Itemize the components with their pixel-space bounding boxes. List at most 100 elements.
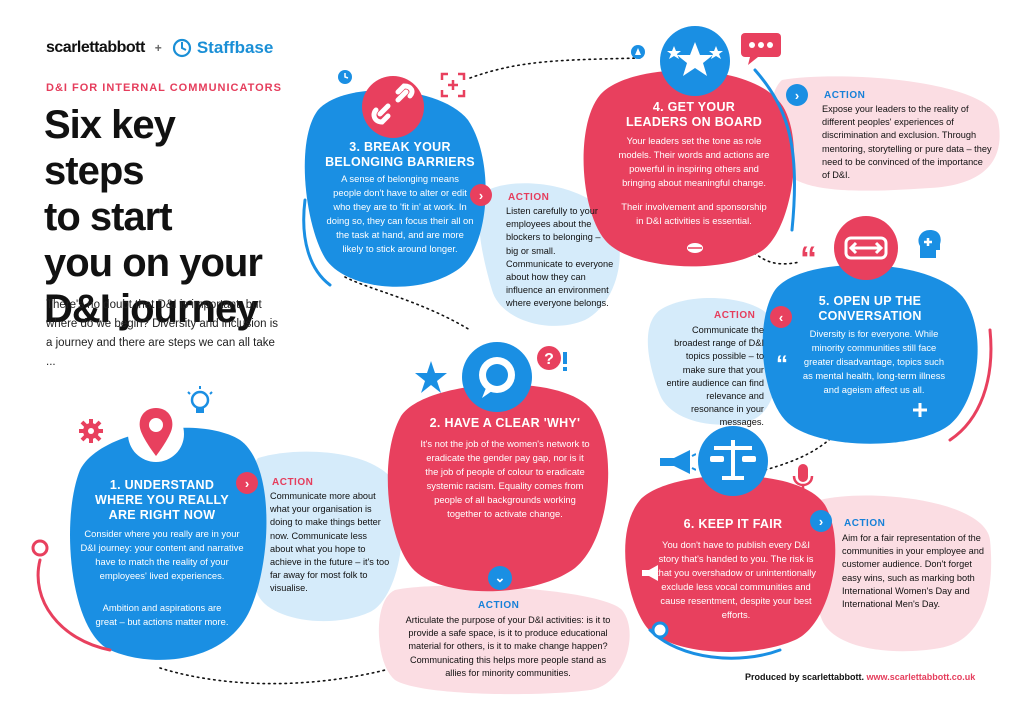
plus-icon xyxy=(913,403,927,417)
step-1-title-line-2: WHERE YOU REALLY xyxy=(95,493,229,507)
step-4-body: Your leaders set the tone as role models… xyxy=(618,135,770,188)
scarlettabbott-logo: scarlettabbott xyxy=(46,39,145,56)
outline-dot-6 xyxy=(651,621,669,639)
head-plus-icon xyxy=(918,230,941,258)
intro-paragraph: There's no doubt that D&I is important, … xyxy=(46,299,279,368)
step-1-body-2: Ambition and aspirations are great – but… xyxy=(95,602,229,627)
step-5-title-line-2: CONVERSATION xyxy=(818,309,922,323)
broken-chain-icon xyxy=(362,76,424,138)
map-pin-icon xyxy=(128,406,184,462)
chat-bubble-icon xyxy=(741,33,781,65)
step-1-title-line-3: ARE RIGHT NOW xyxy=(108,508,216,522)
step-blob-1 xyxy=(70,427,267,660)
outline-dot-1 xyxy=(31,539,49,557)
outline-line-5 xyxy=(948,328,993,442)
step-3-title-line-1: 3. BREAK YOUR xyxy=(349,140,451,154)
step-1-action-arrow-button[interactable]: › xyxy=(236,472,258,494)
step-2-action-arrow-button[interactable]: ⌄ xyxy=(488,566,512,590)
dotted-path-2-3 xyxy=(344,276,471,331)
step-1-action-heading: ACTION xyxy=(272,477,314,488)
step-3-title-line-2: BELONGING BARRIERS xyxy=(325,155,475,169)
step-blob-6 xyxy=(625,475,836,652)
step-6-action-text: Aim for a fair representation of the com… xyxy=(842,533,984,610)
step-blob-2 xyxy=(387,384,609,592)
megaphone-icon xyxy=(660,450,696,474)
logo-plus: + xyxy=(154,41,162,55)
step-4-action-arrow-button[interactable]: › xyxy=(786,84,808,106)
lightbulb-icon xyxy=(187,386,213,413)
title-line-2: to start xyxy=(44,195,173,239)
action-blob-1 xyxy=(246,451,403,622)
step-3-action-arrow-button[interactable]: › xyxy=(470,184,492,206)
svg-text:“: “ xyxy=(776,352,788,372)
step-4-action-text: Expose your leaders to the reality of di… xyxy=(822,104,992,181)
dotted-path-1-2 xyxy=(159,659,421,685)
step-blob-3 xyxy=(304,90,486,287)
step-2-body: It's not the job of the women's network … xyxy=(420,438,590,519)
step-3-body: A sense of belonging means people don't … xyxy=(326,173,474,254)
step-5-action-arrow-button[interactable]: ‹ xyxy=(770,306,792,328)
svg-text:?: ? xyxy=(544,351,554,368)
step-4-title: 4. GET YOUR LEADERS ON BOARD xyxy=(614,100,774,130)
step-6-title: 6. KEEP IT FAIR xyxy=(683,517,783,531)
step-5-title-line-1: 5. OPEN UP THE xyxy=(818,294,922,308)
step-1-title: 1. UNDERSTAND WHERE YOU REALLY ARE RIGHT… xyxy=(82,478,242,523)
step-2-title: 2. HAVE A CLEAR 'WHY' xyxy=(429,416,581,430)
scales-icon xyxy=(698,426,768,496)
step-blob-4 xyxy=(583,70,795,267)
svg-text:“: “ xyxy=(800,244,817,274)
step-2-action-text: Articulate the purpose of your D&I activ… xyxy=(405,615,611,678)
outline-line-1 xyxy=(36,558,112,652)
step-6-action-heading: ACTION xyxy=(844,518,886,529)
action-blob-5 xyxy=(647,297,779,425)
action-blob-4 xyxy=(771,76,1000,191)
step-4-body-2: Their involvement and sponsorship in D&I… xyxy=(621,201,767,226)
step-1-action-text: Communicate more about what your organis… xyxy=(270,491,390,594)
compass-icon xyxy=(631,45,645,59)
microphone-icon xyxy=(792,464,814,494)
staffbase-logo: Staffbase xyxy=(172,38,274,58)
step-5-body: Diversity is for everyone. While minorit… xyxy=(802,328,946,395)
star-icon xyxy=(415,361,447,393)
footer-link[interactable]: www.scarlettabbott.co.uk xyxy=(866,672,976,682)
outline-line-6 xyxy=(648,628,782,660)
dotted-path-3-4 xyxy=(469,57,641,79)
step-4-title-line-2: LEADERS ON BOARD xyxy=(625,115,763,129)
step-1-body: Consider where you really are in your D&… xyxy=(80,528,244,581)
step-4-title-line-1: 4. GET YOUR xyxy=(652,100,736,114)
step-2-action-heading: ACTION xyxy=(478,600,520,611)
step-5-action-text: Communicate the broadest range of D&I to… xyxy=(666,325,764,428)
staffbase-mark-icon xyxy=(172,38,191,58)
outline-line-4 xyxy=(753,68,797,232)
staffbase-logo-text: Staffbase xyxy=(196,38,274,57)
kicker: D&I FOR INTERNAL COMMUNICATORS xyxy=(46,82,282,94)
megaphone-small-icon xyxy=(642,565,658,581)
step-6-body: You don't have to publish every D&I stor… xyxy=(656,539,816,620)
step-5-action-heading: ACTION xyxy=(714,310,756,321)
quote-small-icon: “ xyxy=(776,352,788,372)
step-3-title: 3. BREAK YOUR BELONGING BARRIERS xyxy=(325,140,475,170)
outline-line-3 xyxy=(302,198,332,287)
question-mark-icon: ? xyxy=(537,346,567,371)
page-title: Six key steps to start you on your D&I j… xyxy=(44,102,284,332)
quote-icon: “ xyxy=(800,244,817,274)
step-6-action-arrow-button[interactable]: › xyxy=(810,510,832,532)
logo-row: scarlettabbott + Staffbase xyxy=(46,38,273,58)
footer-produced-by: Produced by scarlettabbott. xyxy=(745,672,865,682)
title-line-4: D&I journey xyxy=(44,287,258,331)
step-5-title: 5. OPEN UP THE CONVERSATION xyxy=(790,294,950,324)
step-1-title-line-1: 1. UNDERSTAND xyxy=(109,478,215,492)
gear-icon xyxy=(79,419,103,443)
stars-icon xyxy=(660,26,730,96)
lips-icon xyxy=(687,243,703,253)
action-blob-3 xyxy=(478,183,620,326)
step-3-action-heading: ACTION xyxy=(508,192,550,203)
step-4-action-heading: ACTION xyxy=(824,90,866,101)
clock-icon xyxy=(338,70,352,84)
action-blob-2 xyxy=(378,585,630,695)
title-line-3: you on your xyxy=(44,241,263,285)
crosshair-icon xyxy=(440,72,466,98)
two-way-arrow-icon xyxy=(834,216,898,280)
action-blob-6 xyxy=(808,495,992,652)
